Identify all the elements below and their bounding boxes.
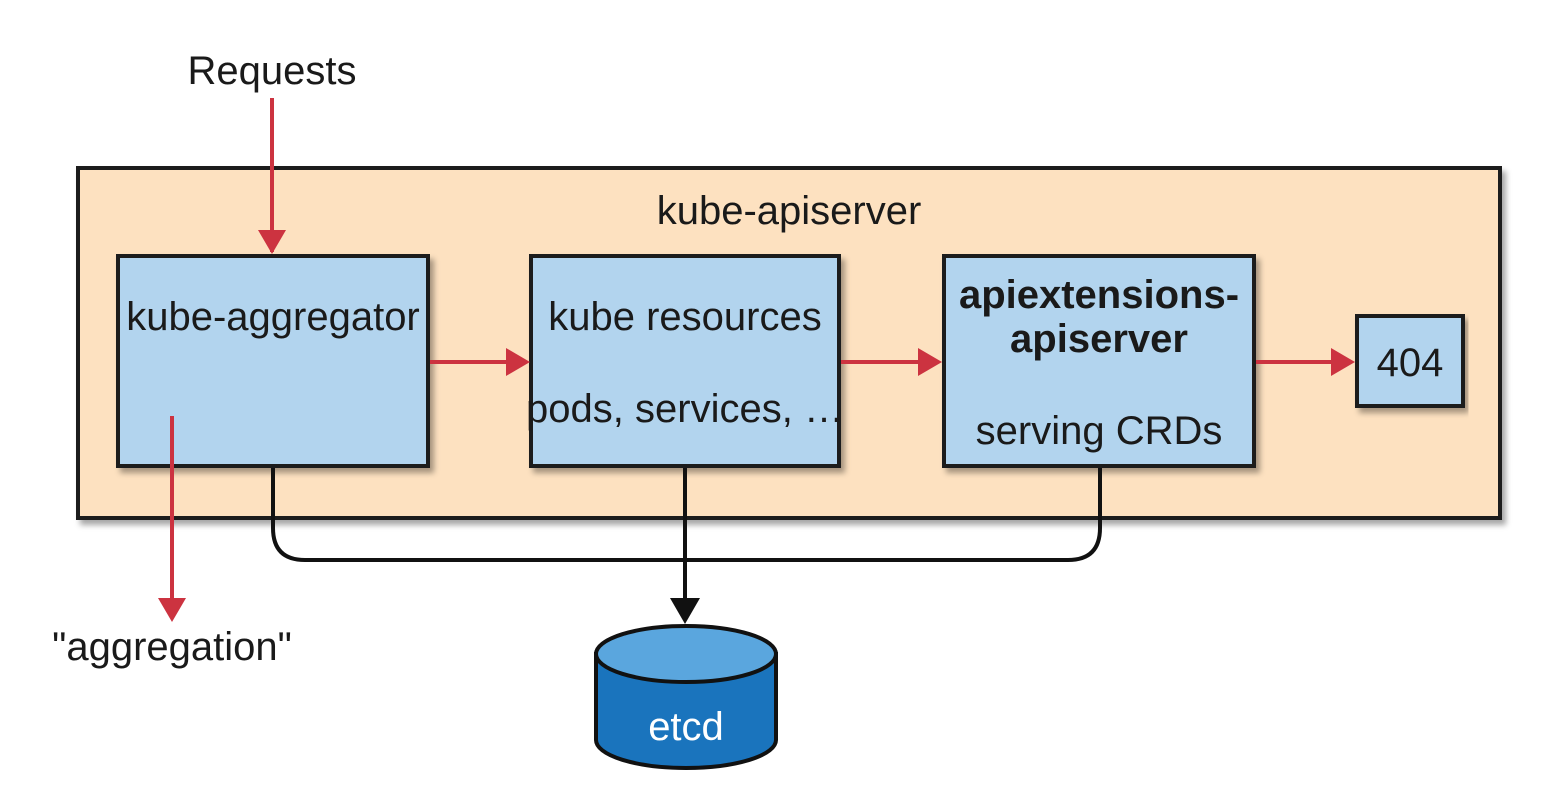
- apiextensions-title-line2: apiserver: [1010, 317, 1188, 361]
- not-found-box: [1355, 314, 1465, 408]
- etcd-cylinder: [594, 624, 778, 770]
- kube-resources-box: [529, 254, 841, 468]
- aggregator-to-resources-arrowhead: [506, 348, 530, 376]
- kube-aggregator-box: [116, 254, 430, 468]
- apiextensions-to-404-arrowhead: [1331, 348, 1355, 376]
- resources-to-etcd-arrowhead: [670, 598, 700, 624]
- requests-arrowhead: [258, 230, 286, 254]
- resources-to-apiextensions-arrowhead: [918, 348, 942, 376]
- not-found-label: 404: [1377, 341, 1444, 385]
- kube-resources-detail: pods, services, …: [526, 387, 844, 431]
- kube-aggregator-title: kube-aggregator: [126, 295, 420, 339]
- apiextensions-detail: serving CRDs: [976, 409, 1223, 453]
- aggregation-label: "aggregation": [52, 625, 292, 669]
- kube-apiserver-title: kube-apiserver: [657, 189, 922, 233]
- aggregation-arrowhead: [158, 598, 186, 622]
- etcd-label: etcd: [648, 705, 724, 749]
- requests-label: Requests: [188, 49, 357, 93]
- apiextensions-apiserver-box: [942, 254, 1256, 468]
- apiextensions-title-line1: apiextensions-: [959, 273, 1239, 317]
- kube-resources-title: kube resources: [548, 295, 821, 339]
